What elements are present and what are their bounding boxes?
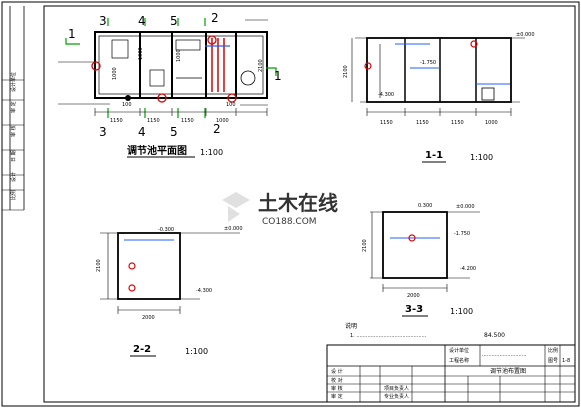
tb-drawing-name: 调节池布置图 [490,367,526,375]
plan-marker-bottom-2: 5 [170,125,178,139]
left-strip: 设计单位 审 定 审 核 日 期 设计 比例 [2,6,25,211]
plan-dim-1: 1150 [147,118,160,124]
plan-vdim-0: 1000 [138,47,144,60]
s33-title: 3-3 [405,304,423,315]
s22-dim-width: 2000 [142,315,155,321]
tb-col-2: 审 核 [331,385,343,392]
strip-label-3: 日 期 [11,150,17,162]
plan-marker-top-0: 3 [99,14,107,28]
plan-scale: 1:100 [200,148,223,157]
s11-dim-height: 2100 [343,65,349,78]
plan-marker-bottom-3: 2 [213,122,221,136]
s11-dim-2: 1150 [451,120,464,126]
s33-top-mark: 0.300 [418,203,432,209]
plan-title: 调节池平面图 [127,144,187,157]
s33-elev-top: ±0.000 [456,204,475,210]
s22-title: 2-2 [133,344,151,355]
strip-label-0: 设计单位 [10,72,17,92]
s11-scale: 1:100 [470,153,493,162]
s22-elev-water: -0.300 [158,227,174,233]
tb-col-4: 项目负责人 [384,385,409,392]
s33-dim-width: 2000 [407,293,420,299]
plan-vdim-2: 1000 [176,49,182,62]
title-block [326,344,576,403]
strip-label-2: 审 核 [10,125,17,137]
plan-mid-0: 100 [122,102,132,108]
watermark-text-en: CO188.COM [262,217,317,227]
tb-frame-label-design-unit: 设计单位 [449,347,469,354]
s11-elev-bottom: -4.300 [378,92,394,98]
strip-label-4: 设计 [10,172,17,182]
tb-scale-label: 比例 [548,347,558,354]
section-1-1 [351,37,525,116]
s11-dim-0: 1150 [380,120,393,126]
plan-vdim-1: 1000 [112,67,118,80]
tb-page: 1-8 [562,358,570,364]
plan-marker-bottom-0: 3 [99,125,107,139]
tb-frame-label-project: 工程名称 [449,357,469,364]
plan-mid-1: 100 [226,102,236,108]
plan-marker-bottom-1: 4 [138,125,146,139]
watermark [222,192,250,222]
tb-drawing-no-label: 图号 [548,358,558,364]
tb-col-1: 校 对 [331,377,343,384]
notes-right-value: 84.500 [484,332,505,339]
s22-elev-top: ±0.000 [224,226,243,232]
s22-scale: 1:100 [185,347,208,356]
plan-marker-left: 1 [68,27,76,41]
plan-view [58,18,277,118]
notes-header: 说明 [345,322,357,330]
s22-elev-bottom: -4.300 [196,288,212,294]
strip-label-5: 比例 [10,190,17,200]
plan-marker-right: 1 [274,69,282,83]
s11-elev-top: ±0.000 [516,32,535,38]
tb-col-5: 专业负责人 [384,393,409,400]
plan-dim-2: 1150 [181,118,194,124]
strip-label-1: 审 定 [10,101,17,113]
inner-frame [43,5,576,403]
s11-title: 1-1 [425,150,443,161]
s11-dim-3: 1000 [485,120,498,126]
s33-dim-height: 2100 [362,239,368,252]
plan-marker-top-2: 5 [170,14,178,28]
plan-marker-top-1: 4 [138,14,146,28]
plan-side-dim: 2100 [258,59,264,72]
tb-col-0: 设 计 [331,368,343,375]
s33-elev-water: -1.750 [454,231,470,237]
s22-dim-height: 2100 [96,259,102,272]
tb-project-text: ............................ [482,352,527,358]
tb-col-3: 审 定 [331,393,343,400]
s11-elev-mid: -1.750 [420,60,436,66]
section-3-3 [370,211,480,292]
s33-elev-bottom: -4.200 [460,266,476,272]
notes-line1: 1. .....................................… [350,333,427,339]
watermark-text-cn: 土木在线 [258,191,338,215]
plan-dim-3: 1000 [216,118,229,124]
plan-marker-top-3: 2 [211,11,219,25]
plan-dim-0: 1150 [110,118,123,124]
s11-dim-1: 1150 [416,120,429,126]
section-2-2 [100,232,240,314]
s33-scale: 1:100 [450,307,473,316]
